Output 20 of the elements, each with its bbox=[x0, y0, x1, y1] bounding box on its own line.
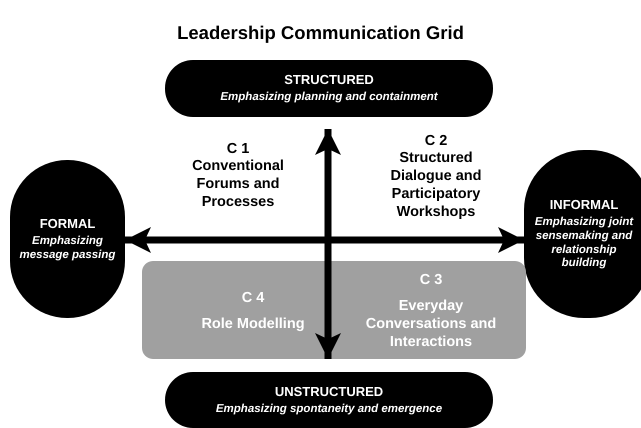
quadrant-title: Structured Dialogue and Participatory Workshops bbox=[389, 149, 483, 222]
description-text: Emphasizing spontaneity and emergence bbox=[216, 402, 442, 416]
heading-text: FORMAL bbox=[40, 216, 96, 231]
double-headed-arrow bbox=[125, 227, 524, 253]
description-text: Emphasizing joint sensemaking and relationship building bbox=[534, 216, 634, 272]
quadrant-band bbox=[142, 261, 526, 359]
description-text: Emphasizing planning and containment bbox=[220, 91, 438, 105]
description-text: Role Modelling bbox=[201, 315, 305, 334]
heading-text: C 4 bbox=[242, 288, 264, 307]
heading-text: C 3 bbox=[420, 270, 442, 289]
double-headed-arrow bbox=[315, 129, 341, 359]
description-text: Everyday Conversations and Interactions bbox=[364, 296, 498, 352]
heading-text: STRUCTURED bbox=[284, 72, 374, 88]
quadrant-title: Conventional Forums and Processes bbox=[191, 157, 285, 212]
description-text: Emphasizing message passing bbox=[18, 234, 116, 262]
quadrant-number: C 1 bbox=[226, 140, 250, 158]
title: Leadership Communication Grid bbox=[176, 22, 465, 44]
quadrant-number: C 2 bbox=[424, 132, 448, 150]
heading-text: UNSTRUCTURED bbox=[274, 384, 384, 399]
heading-text: INFORMAL bbox=[550, 196, 618, 212]
